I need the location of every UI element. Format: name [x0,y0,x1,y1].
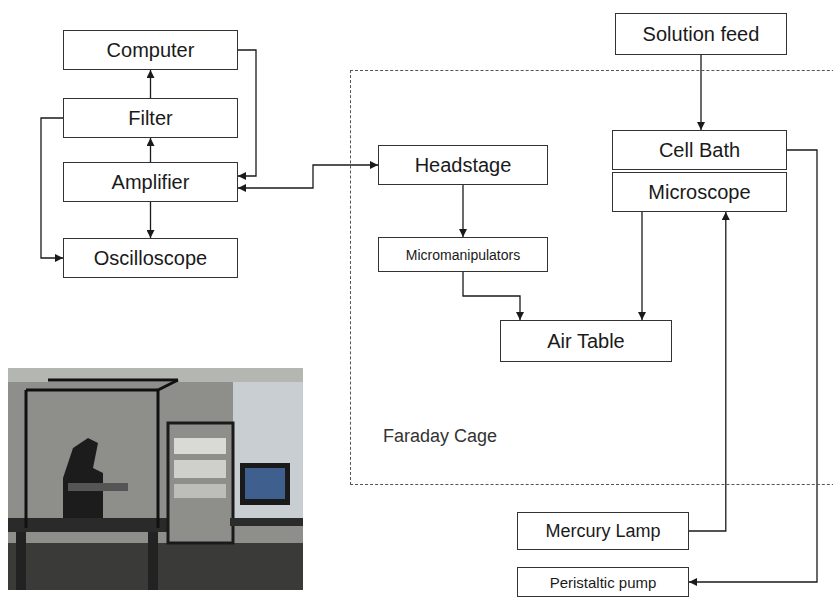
headstage-box: Headstage [378,145,548,185]
photo-stage [68,483,128,491]
lab-photo [8,368,303,590]
photo-cage-frame [26,380,178,528]
photo-rack [168,423,233,543]
photo-monitor [240,463,290,505]
computer-box: Computer [63,30,238,70]
air-table-box: Air Table [500,320,672,362]
connector-arrow [150,70,151,98]
photo-instrument [174,460,226,478]
photo-instrument [174,438,226,454]
photo-table-leg [148,532,158,590]
cell-bath-box: Cell Bath [612,130,787,170]
connector-arrow [463,272,520,320]
box-label: Peristaltic pump [550,574,657,591]
micromanipulators-box: Micromanipulators [378,237,548,272]
filter-box: Filter [63,98,238,138]
mercury-lamp-box: Mercury Lamp [517,512,689,550]
box-label: Amplifier [112,171,190,194]
connector-arrow [689,212,726,531]
connector-arrow [462,185,463,237]
photo-screen [245,468,285,499]
box-label: Cell Bath [659,139,740,162]
box-label: Micromanipulators [406,247,520,263]
box-label: Oscilloscope [94,247,207,270]
connector-arrow [150,138,151,162]
photo-ceiling [8,368,303,382]
microscope-box: Microscope [612,172,787,212]
oscilloscope-box: Oscilloscope [63,238,238,278]
connector-arrow [41,118,63,258]
photo-air-table-top [8,518,168,532]
photo-microscope [63,438,103,518]
box-label: Computer [107,39,195,62]
connector-arrow [641,212,642,320]
peristaltic-pump-box: Peristaltic pump [517,567,689,597]
connector-arrow [238,165,378,188]
box-label: Mercury Lamp [545,521,660,542]
connector-arrow [689,150,817,582]
region-label: Faraday Cage [383,426,497,447]
box-label: Microscope [648,181,750,204]
photo-instrument [174,484,226,498]
box-label: Filter [128,107,172,130]
connector-arrow [150,202,151,238]
amplifier-box: Amplifier [63,162,238,202]
photo-desk [230,518,303,526]
box-label: Solution feed [643,23,760,46]
solution-feed-box: Solution feed [615,13,787,55]
photo-window [233,368,303,518]
connector-arrow [700,55,701,130]
faraday-cage-region: Faraday Cage HeadstageMicromanipulators Ce… [350,70,833,485]
connector-arrow [238,50,256,176]
box-label: Headstage [415,154,512,177]
box-label: Air Table [547,330,624,353]
photo-wall [8,368,303,590]
photo-table-leg [16,532,26,590]
